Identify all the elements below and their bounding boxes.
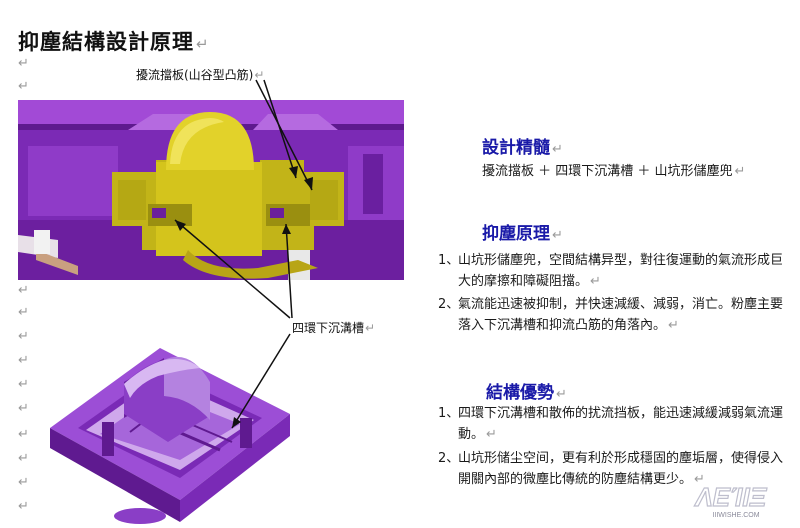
callout-label-groove: 四環下沉溝槽↵ [292,319,375,336]
section-heading-text: 抑塵原理 [482,224,550,244]
document-title: 抑塵結構設計原理↵ [18,26,210,56]
paragraph-mark: ↵ [18,401,29,416]
paragraph-mark: ↵ [18,329,29,344]
callout-text: 擾流擋板(山谷型凸筋) [136,68,254,82]
paragraph-mark: ↵ [18,377,29,392]
paragraph-mark: ↵ [734,164,746,179]
section-body-text: 擾流擋板 ＋ 四環下沉溝槽 ＋ 山坑形儲塵兜 [482,164,733,179]
watermark-brand: ΛΕΊΙΞ [693,482,767,512]
section-heading-advantage: 結構優勢↵ [486,378,567,403]
list-item-number: 1、 [438,253,460,268]
paragraph-mark: ↵ [18,451,29,466]
section-body-design: 擾流擋板 ＋ 四環下沉溝槽 ＋ 山坑形儲塵兜↵ [482,161,745,182]
paragraph-mark: ↵ [18,283,29,298]
enclosure-image [50,348,290,524]
paragraph-mark: ↵ [552,142,563,157]
callout-arrow-line [255,79,313,191]
paragraph-mark: ↵ [196,35,210,53]
paragraph-mark: ↵ [18,305,29,320]
document-title-text: 抑塵結構設計原理 [18,30,194,54]
callout-text: 四環下沉溝槽 [292,321,365,335]
cross-section-image [18,100,404,280]
callout-arrowhead [289,166,298,178]
list-item-number: 2、 [438,451,460,466]
callout-arrowhead [282,224,291,234]
paragraph-mark: ↵ [590,274,601,289]
paragraph-mark: ↵ [18,353,29,368]
paragraph-mark: ↵ [18,79,29,94]
section-heading-text: 設計精髓 [482,138,550,158]
watermark-url: IIIWISHE.COM [712,512,759,519]
paragraph-mark: ↵ [18,56,29,71]
callout-arrow-line [231,333,291,429]
section-heading-design: 設計精髓↵ [482,133,563,158]
paragraph-mark: ↵ [365,321,376,335]
list-item-text: 氣流能迅速被抑制，并快速減緩、減弱，消亡。粉塵主要落入下沉溝槽和抑流凸筋的角落內… [458,297,784,333]
paragraph-mark: ↵ [18,499,29,514]
paragraph-mark: ↵ [694,472,705,487]
callout-arrowhead [232,417,241,428]
callout-arrowhead [304,177,313,190]
list-item-text: 山坑形儲塵兜，空間結構异型，對往復運動的氣流形成巨大的摩擦和障礙阻擋。 [458,253,784,289]
paragraph-mark: ↵ [668,318,679,333]
paragraph-mark: ↵ [556,387,567,402]
paragraph-mark: ↵ [254,68,265,82]
callout-arrowhead [175,220,186,231]
list-item-number: 1、 [438,406,460,421]
section-heading-principle: 抑塵原理↵ [482,219,563,244]
list-item-number: 2、 [438,297,460,312]
callout-arrow-line [263,79,297,179]
paragraph-mark: ↵ [18,427,29,442]
list-item-text: 四環下沉溝槽和散佈的扰流挡板，能迅速減緩減弱氣流運動。 [458,406,784,442]
callout-arrow-line [174,219,291,319]
paragraph-mark: ↵ [552,228,563,243]
list-item-text: 山坑形储尘空间，更有利於形成穩固的塵垢層，使得侵入開關內部的微塵比傳統的防塵結構… [458,451,784,487]
callout-arrow-line [285,223,293,319]
watermark-logo: ΛΕΊΙΞ IIIWISHE.COM [693,481,768,519]
section-heading-text: 結構優勢 [486,383,554,403]
paragraph-mark: ↵ [486,427,497,442]
callout-label-baffle: 擾流擋板(山谷型凸筋)↵ [136,66,264,83]
paragraph-mark: ↵ [18,475,29,490]
